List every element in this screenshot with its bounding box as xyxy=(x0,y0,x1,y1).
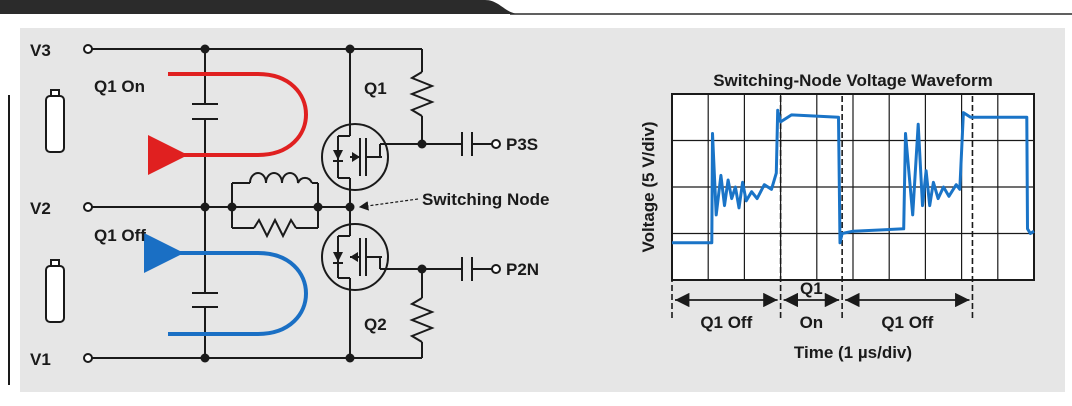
chart-xlabel: Time (1 µs/div) xyxy=(794,343,912,362)
phase-label-line2: On xyxy=(800,313,824,332)
battery-icon xyxy=(45,259,65,323)
switching-node-label: Switching Node xyxy=(422,190,550,209)
terminals xyxy=(83,44,501,363)
port-label-p3s: P3S xyxy=(506,135,538,154)
junction-dots xyxy=(200,44,427,363)
battery-icon xyxy=(45,89,65,153)
q1-on-current-path xyxy=(148,72,308,175)
waveform-series-line xyxy=(672,108,1035,245)
transistor-label-q2: Q2 xyxy=(364,315,387,334)
current-label-q1-off: Q1 Off xyxy=(94,226,146,245)
node-label-v3: V3 xyxy=(30,41,51,60)
phase-label: Q1 Off xyxy=(881,313,933,332)
circuit xyxy=(92,48,492,359)
phase-label: Q1 Off xyxy=(700,313,752,332)
chart-ylabel: Voltage (5 V/div) xyxy=(639,122,658,253)
q1-off-current-path xyxy=(168,251,308,336)
chart-title: Switching-Node Voltage Waveform xyxy=(713,71,993,90)
current-label-q1-on: Q1 On xyxy=(94,77,145,96)
node-label-v1: V1 xyxy=(30,350,51,369)
node-label-v2: V2 xyxy=(30,199,51,218)
phase-label-line1: Q1 xyxy=(800,279,823,298)
port-label-p2n: P2N xyxy=(506,260,539,279)
transistor-label-q1: Q1 xyxy=(364,79,387,98)
header-bar xyxy=(0,0,1072,14)
